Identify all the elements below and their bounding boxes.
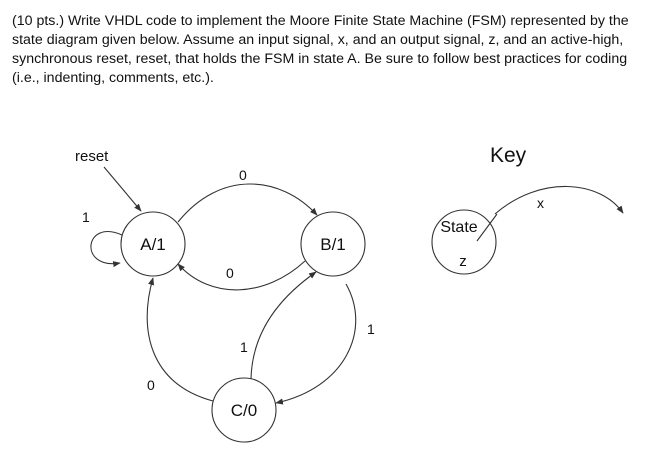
state-b-label: B/1 [320,235,346,254]
key-slash [476,213,498,242]
edge-a-to-b [177,183,318,223]
state-a-circle [120,211,186,277]
key-transition-arrow [494,185,624,215]
edge-a-to-b-label: 0 [239,167,247,183]
reset-label: reset [75,148,109,165]
key-title: Key [490,144,527,167]
edge-b-to-c-label: 1 [367,321,375,337]
a-self-loop [90,231,123,268]
edge-b-to-a [177,260,306,291]
a-self-loop-label: 1 [82,209,90,225]
key-input-label: x [537,195,544,211]
edge-b-to-c [275,283,357,405]
edge-c-to-b-label: 1 [240,339,248,355]
state-a-label: A/1 [140,235,166,254]
question-text: (10 pts.) Write VHDL code to implement t… [12,13,629,86]
state-b-circle [300,211,366,277]
edge-c-to-a-label: 0 [147,377,155,393]
edge-c-to-a [146,277,214,402]
state-c-circle [211,377,277,443]
edge-b-to-a-label: 0 [226,265,234,281]
key-state-label: State [440,219,477,236]
key-state-circle [431,209,497,275]
edge-c-to-b [250,271,317,380]
reset-arrow [103,166,142,212]
state-c-label: C/0 [231,401,257,420]
key-output-label: z [459,253,467,270]
